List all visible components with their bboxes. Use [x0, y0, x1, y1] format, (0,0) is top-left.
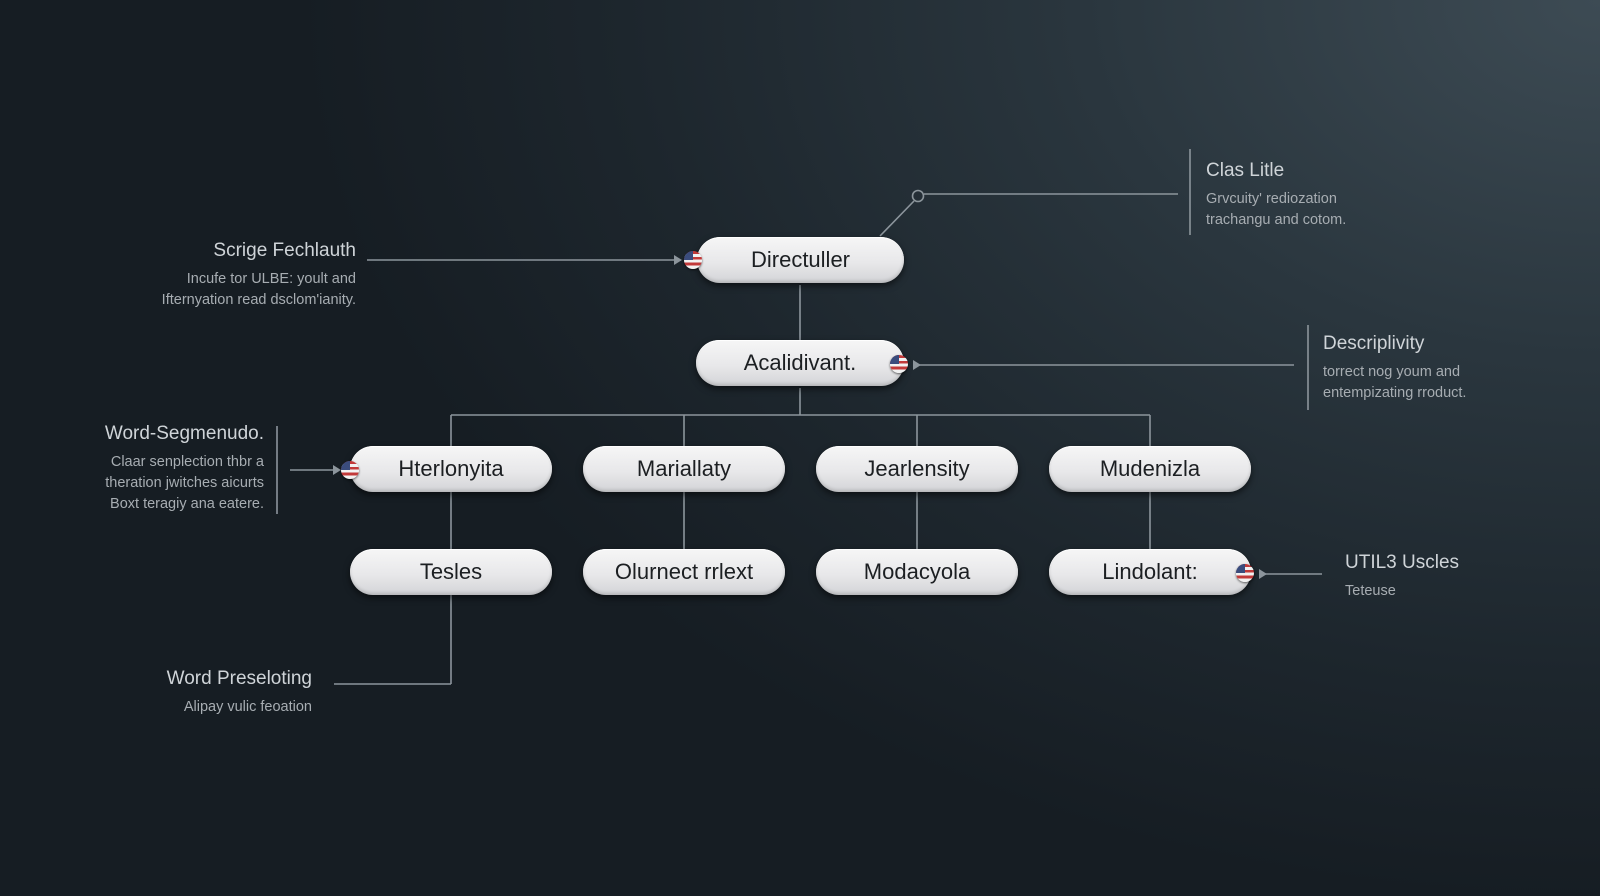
node-row4-4[interactable]: Lindolant: — [1049, 549, 1251, 595]
annotation-title: Scrige Fechlauth — [213, 240, 356, 261]
annotation-line: theration jwitches aicurts — [105, 475, 264, 491]
flag-icon — [684, 251, 702, 269]
annotation-line: Teteuse — [1345, 583, 1396, 599]
annotation-mid-left: Word-Segmenudo. Claar senplection thbr a… — [105, 423, 264, 515]
arrow-mid-left — [333, 465, 341, 475]
annotation-title: Word-Segmenudo. — [104, 423, 264, 444]
annotation-bottom-right: UTIL3 Uscles Teteuse — [1345, 552, 1459, 602]
annotation-title: Clas Litle — [1206, 160, 1285, 181]
node-row4-3[interactable]: Modacyola — [816, 549, 1018, 595]
node-row4-2[interactable]: Olurnect rrlext — [583, 549, 785, 595]
annotation-line: Incufe tor ULBE: yoult and — [186, 271, 356, 287]
node-label: Lindolant: — [1102, 559, 1198, 584]
arrow-mid-right — [913, 360, 921, 370]
annotation-line: Grvcuity' rediozation — [1206, 191, 1337, 207]
annotation-line: trachangu and cotom. — [1206, 212, 1347, 228]
annotation-line: Alipay vulic feoation — [183, 699, 312, 715]
node-label: Jearlensity — [864, 456, 970, 481]
node-root[interactable]: Directuller — [697, 237, 904, 283]
flag-icon — [890, 355, 908, 373]
callout-top-right-diag — [879, 200, 915, 237]
annotation-line: Boxt teragiy ana eatere. — [110, 496, 264, 512]
node-root-label: Directuller — [750, 247, 851, 272]
node-label: Mariallaty — [636, 456, 732, 481]
node-row3-3[interactable]: Jearlensity — [816, 446, 1018, 492]
annotation-title: UTIL3 Uscles — [1345, 552, 1460, 573]
annotation-top-left: Scrige Fechlauth Incufe tor ULBE: yoult … — [162, 240, 356, 311]
arrow-bottom-right — [1259, 569, 1267, 579]
annotation-title: Word Preseloting — [166, 668, 312, 689]
arrow-top-left — [674, 255, 682, 265]
node-row3-4[interactable]: Mudenizla — [1049, 446, 1251, 492]
node-row3-2[interactable]: Mariallaty — [583, 446, 785, 492]
annotation-title: Descriplivity — [1323, 333, 1425, 354]
node-label: Mudenizla — [1099, 456, 1201, 481]
flag-icon — [341, 461, 359, 479]
annotation-top-right: Clas Litle Grvcuity' rediozation trachan… — [1206, 160, 1346, 231]
node-row4-1[interactable]: Tesles — [350, 549, 552, 595]
node-row3-1[interactable]: Hterlonyita — [350, 446, 552, 492]
node-level2[interactable]: Acalidivant. — [696, 340, 904, 386]
node-label: Olurnect rrlext — [614, 559, 754, 584]
annotation-line: torrect nog youm and — [1323, 364, 1461, 380]
node-level2-label: Acalidivant. — [743, 350, 857, 375]
annotation-line: Ifternyation read dsclom'ianity. — [161, 292, 356, 308]
annotation-mid-right: Descriplivity torrect nog youm and entem… — [1323, 333, 1466, 404]
node-label: Modacyola — [863, 559, 971, 584]
node-label: Tesles — [419, 559, 483, 584]
annotation-line: Claar senplection thbr a — [110, 454, 264, 470]
flag-icon — [1236, 564, 1254, 582]
annotation-line: entempizating rroduct. — [1323, 385, 1467, 401]
node-label: Hterlonyita — [398, 456, 504, 481]
annotation-bottom-left: Word Preseloting Alipay vulic feoation — [167, 668, 312, 718]
callout-top-right-dot — [911, 189, 925, 203]
